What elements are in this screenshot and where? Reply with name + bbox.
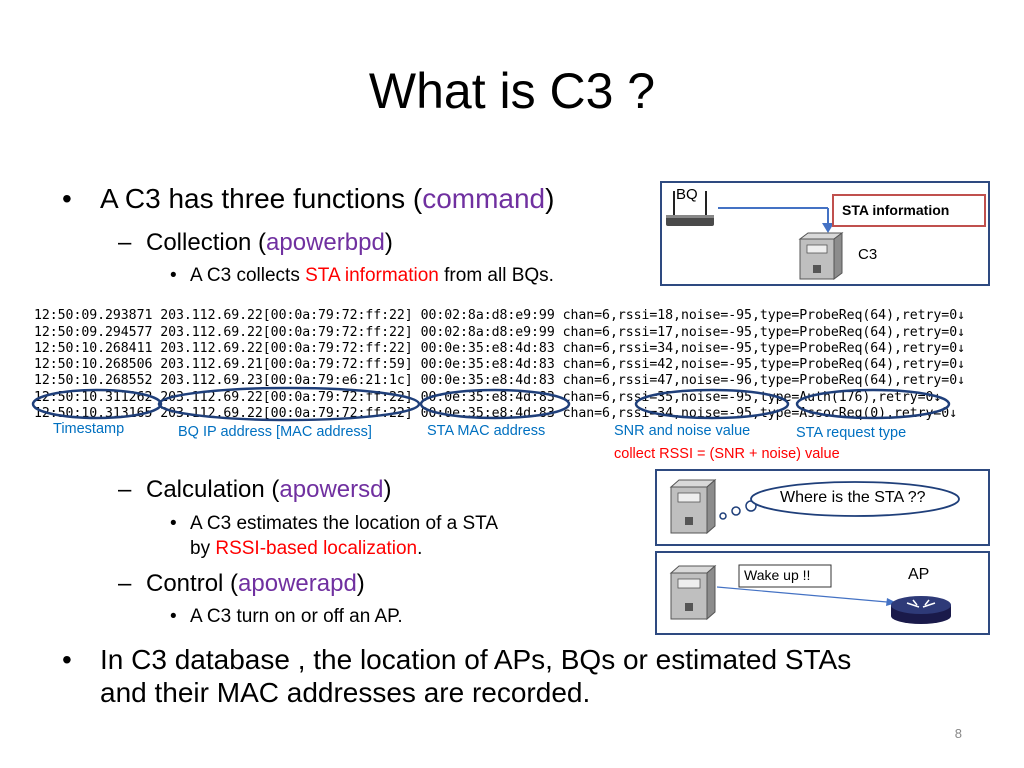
rssi-localization-highlight: RSSI-based localization xyxy=(215,538,418,559)
text: . xyxy=(417,538,423,559)
ellipse-timestamp xyxy=(31,388,163,420)
sub-text: Control ( xyxy=(146,570,239,597)
slide-title: What is C3 ? xyxy=(368,63,656,119)
label-bq-ip: BQ IP address [MAC address] xyxy=(178,424,372,440)
diagram3-art xyxy=(669,564,951,624)
page-number: 8 xyxy=(954,726,962,741)
c3-server-icon xyxy=(798,232,844,280)
sub-text: Collection ( xyxy=(146,229,267,256)
wake-up-box: Wake up !! xyxy=(744,567,811,583)
ellipse-snr xyxy=(634,388,790,420)
sta-information-highlight: STA information xyxy=(305,265,439,286)
sub-bullet-calculation: Calculation (apowersd) xyxy=(146,476,391,504)
ellipse-sta-mac xyxy=(419,388,571,420)
bullet-text: ) xyxy=(545,183,555,214)
log-line: 12:50:10.268552 203.112.69.23[00:0a:79:e… xyxy=(34,373,965,389)
command-apowersd: apowersd xyxy=(279,476,384,503)
bullet-dot: • xyxy=(62,183,72,214)
bq-device-icon xyxy=(666,191,714,226)
dot: • xyxy=(170,606,177,627)
dot: • xyxy=(170,265,177,286)
sta-information-box: STA information xyxy=(842,202,950,218)
log-line: 12:50:09.294577 203.112.69.22[00:0a:79:7… xyxy=(34,324,965,340)
log-line: 12:50:10.268506 203.112.69.21[00:0a:79:7… xyxy=(34,357,965,373)
sub-text: ) xyxy=(384,229,393,256)
diagram1-art xyxy=(666,191,986,280)
dash: – xyxy=(118,570,132,597)
text: by xyxy=(190,538,216,559)
bullet-dot: • xyxy=(62,644,72,675)
command-apowerapd: apowerapd xyxy=(238,570,357,597)
c3-label: C3 xyxy=(858,246,878,263)
command-word: command xyxy=(422,183,546,214)
c3-server-icon xyxy=(669,478,717,535)
sub-text: ) xyxy=(356,570,365,597)
label-rssi-note: collect RSSI = (SNR + noise) value xyxy=(614,446,840,462)
sub-bullet-collection: Collection (apowerbpd) xyxy=(146,229,393,257)
ap-router-icon xyxy=(891,596,951,624)
dash: – xyxy=(118,476,132,503)
label-snr: SNR and noise value xyxy=(614,423,751,439)
ellipse-bq-ip xyxy=(157,386,421,422)
text: from all BQs. xyxy=(438,265,554,286)
sub-text: Calculation ( xyxy=(146,476,280,503)
bullet-functions: A C3 has three functions (command) xyxy=(100,183,554,215)
bullet-text: A C3 has three functions ( xyxy=(100,183,423,214)
ellipse-request-type xyxy=(795,388,951,420)
thought-bubble xyxy=(750,481,960,517)
command-apowerbpd: apowerbpd xyxy=(266,229,385,256)
control-sub: A C3 turn on or off an AP. xyxy=(190,606,403,627)
sub-text: ) xyxy=(383,476,392,503)
ap-label: AP xyxy=(908,566,930,583)
c3-server-icon xyxy=(669,564,717,621)
label-timestamp: Timestamp xyxy=(53,421,125,437)
bullet-database-line2: and their MAC addresses are recorded. xyxy=(100,677,591,708)
sub-sub-collection: A C3 collects STA information from all B… xyxy=(190,265,554,287)
log-line: 12:50:09.293871 203.112.69.22[00:0a:79:7… xyxy=(34,308,965,324)
bullet-database-line1: In C3 database , the location of APs, BQ… xyxy=(100,644,852,675)
calc-line2: by RSSI-based localization. xyxy=(190,538,422,560)
dash: – xyxy=(118,229,132,256)
calc-line1: A C3 estimates the location of a STA xyxy=(190,513,499,534)
text: A C3 collects xyxy=(190,265,306,286)
label-sta-mac: STA MAC address xyxy=(427,423,546,439)
dot: • xyxy=(170,513,177,534)
bubble-text: Where is the STA ?? xyxy=(780,489,926,506)
label-request-type: STA request type xyxy=(796,425,907,441)
log-line: 12:50:10.268411 203.112.69.22[00:0a:79:7… xyxy=(34,340,965,356)
bq-label: BQ xyxy=(676,186,698,203)
sub-bullet-control: Control (apowerapd) xyxy=(146,570,365,598)
diagram2-art xyxy=(669,478,960,535)
